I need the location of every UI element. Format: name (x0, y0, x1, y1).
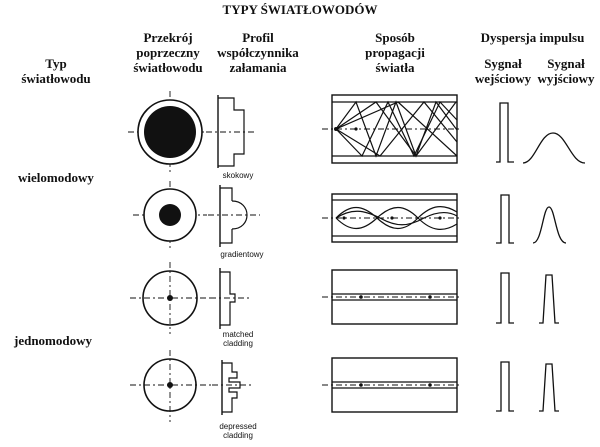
profile-label-matched-cladding: matched cladding (212, 330, 264, 348)
header-pulse-dispersion: Dyspersja impulsu (480, 30, 585, 45)
profile-label-depressed-line2: cladding (223, 431, 253, 440)
index-profile-depressed (212, 360, 254, 415)
header-fiber-type-line2: światłowodu (21, 71, 91, 86)
header-propagation-line2: propagacji (365, 45, 425, 60)
cross-section-step-multimode (128, 91, 210, 173)
header-input-signal: Sygnał wejściowy (468, 56, 538, 86)
header-output-signal-line1: Sygnał (547, 56, 585, 71)
profile-label-step: skokowy (222, 171, 254, 180)
pulse-singlemode-matched (496, 272, 559, 324)
header-fiber-type-line1: Typ (45, 56, 67, 71)
header-index-profile-line1: Profil (242, 30, 274, 45)
pulse-singlemode-depressed (496, 361, 559, 412)
diagram-title: TYPY ŚWIATŁOWODÓW (222, 2, 378, 17)
group-label-multimode: wielomodowy (18, 170, 94, 185)
group-label-singlemode: jednomodowy (14, 333, 93, 348)
index-profile-matched (210, 268, 252, 329)
cross-section-singlemode-depressed (130, 350, 212, 422)
header-propagation-line3: światła (375, 60, 415, 75)
propagation-singlemode-matched (322, 269, 462, 325)
header-propagation-line1: Sposób (375, 30, 415, 45)
header-output-signal: Sygnał wyjściowy (532, 56, 600, 86)
header-cross-section: Przekrój poprzeczny światłowodu (122, 30, 214, 75)
header-index-profile-line2: współczynnika (217, 45, 299, 60)
propagation-step-multimode (322, 94, 462, 164)
header-input-signal-line2: wejściowy (474, 71, 532, 86)
header-propagation: Sposób propagacji światła (340, 30, 450, 75)
profile-label-depressed-line1: depressed (219, 422, 257, 431)
header-cross-section-line2: poprzeczny (136, 45, 200, 60)
pulse-graded-multimode (496, 194, 567, 244)
propagation-singlemode-depressed (322, 357, 462, 413)
cross-section-graded-multimode (133, 181, 207, 250)
header-cross-section-line1: Przekrój (143, 30, 193, 45)
header-input-signal-line1: Sygnał (484, 56, 522, 71)
header-index-profile: Profil współczynnika załamania (208, 30, 308, 75)
index-profile-step (206, 95, 256, 168)
header-fiber-type: Typ światłowodu (8, 56, 104, 86)
index-profile-gradient (208, 185, 260, 247)
header-cross-section-line3: światłowodu (133, 60, 203, 75)
profile-label-matched-line1: matched (222, 330, 254, 339)
header-output-signal-line2: wyjściowy (537, 71, 595, 86)
pulse-step-multimode (496, 102, 586, 164)
profile-label-gradient: gradientowy (220, 250, 264, 259)
header-index-profile-line3: załamania (229, 60, 287, 75)
cross-section-singlemode-matched (130, 262, 212, 334)
profile-label-matched-line2: cladding (223, 339, 253, 348)
profile-label-depressed-cladding: depressed cladding (212, 422, 264, 440)
propagation-graded-multimode (322, 193, 462, 243)
